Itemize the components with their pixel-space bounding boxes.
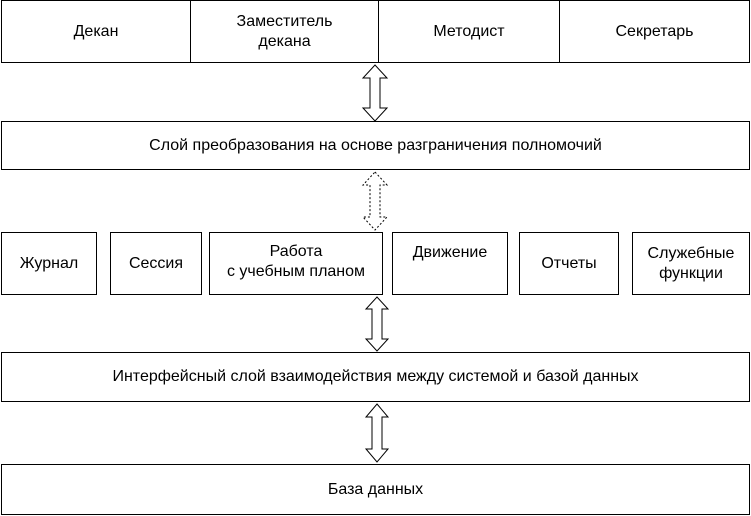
- interface-layer: Интерфейсный слой взаимодействия между с…: [1, 352, 750, 402]
- double-arrow-icon: [364, 403, 390, 463]
- module-service-functions: Служебные функции: [632, 232, 750, 295]
- role-methodologist: Методист: [378, 1, 559, 62]
- transformation-layer: Слой преобразования на основе разграниче…: [1, 121, 750, 170]
- double-arrow-icon: [361, 64, 389, 122]
- module-curriculum: Работа с учебным планом: [209, 232, 383, 295]
- module-reports: Отчеты: [519, 232, 619, 295]
- roles-bar: Декан Заместитель декана Методист Секрет…: [1, 0, 750, 63]
- double-arrow-icon: [364, 296, 390, 352]
- role-dean: Декан: [73, 22, 119, 40]
- double-arrow-icon: [361, 171, 389, 231]
- database: База данных: [1, 464, 750, 515]
- module-movement: Движение: [392, 232, 508, 295]
- module-journal: Журнал: [1, 232, 97, 295]
- role-secretary: Секретарь: [559, 1, 749, 62]
- module-session: Сессия: [110, 232, 202, 295]
- role-deputy-dean: Заместитель декана: [190, 1, 378, 62]
